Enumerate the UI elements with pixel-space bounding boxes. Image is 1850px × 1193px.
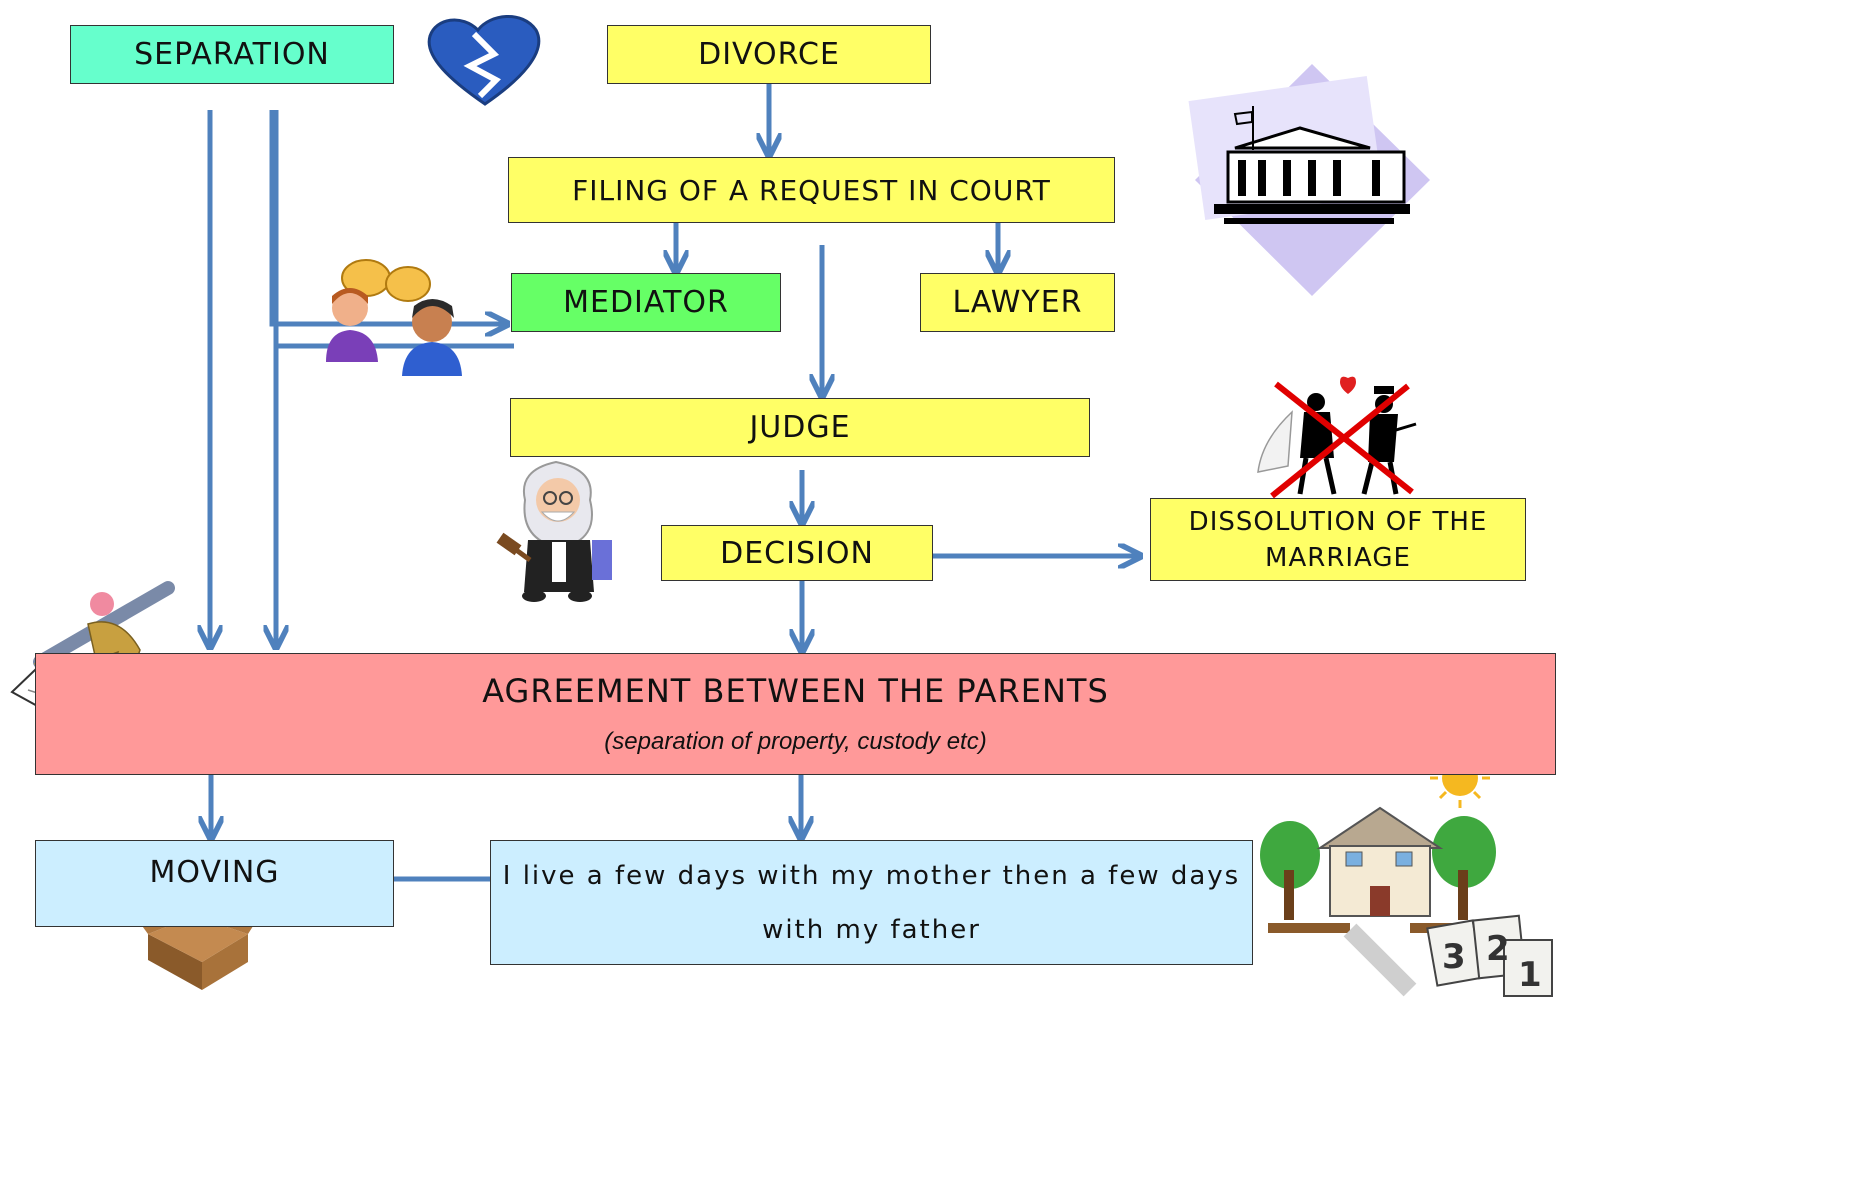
broken-heart-icon [427,15,541,106]
connector-arrows [0,84,1568,882]
moving-label: MOViNG [149,855,280,890]
moving-box: MOViNG [35,840,394,927]
agreement-box: AGREEMENT BETWEEN THE PARENTS (separatio… [35,653,1556,775]
courthouse-icon [1188,64,1430,296]
decision-box: DECiSiON [661,525,933,581]
dissolution-label-line2: MARRiAGE [1265,542,1411,573]
custody-line2: with my father [762,914,981,945]
separation-box: SEPARATION [70,25,394,84]
decision-label: DECiSiON [720,535,874,571]
custody-box: I live a few days with my mother then a … [490,840,1253,965]
mediator-box: MEDiATOR [511,273,781,332]
mediator-label: MEDiATOR [563,285,729,320]
separation-label: SEPARATION [134,37,330,72]
house-icon [1260,748,1496,997]
judge-box: JUDGE [510,398,1090,457]
filing-box: FiLiNG OF A REQUEST iN COURT [508,157,1115,223]
agreement-subtitle: (separation of property, custody etc) [604,728,987,755]
divorce-box: DiVORCE [607,25,931,84]
custody-line1: I live a few days with my mother then a … [502,860,1241,891]
crossed-out-couple-icon [1257,376,1417,499]
lawyer-box: LAWYER [920,273,1115,332]
agreement-title: AGREEMENT BETWEEN THE PARENTS [482,672,1109,710]
two-people-talking-icon [326,259,462,376]
judge-icon [496,460,612,602]
judge-label: JUDGE [749,410,851,445]
filing-label: FiLiNG OF A REQUEST iN COURT [572,173,1051,207]
calendar-digit-2: 2 [1486,929,1510,969]
lawyer-label: LAWYER [952,285,1083,320]
divorce-label: DiVORCE [698,37,840,72]
calendar-digit-3: 3 [1442,937,1466,977]
calendar-digit-1: 1 [1518,955,1542,995]
dissolution-label-line1: DiSSOLUTiON OF THE [1188,506,1488,537]
calendar-countdown-icon: 3 2 1 [1426,914,1553,997]
dissolution-box: DiSSOLUTiON OF THE MARRiAGE [1150,498,1526,581]
